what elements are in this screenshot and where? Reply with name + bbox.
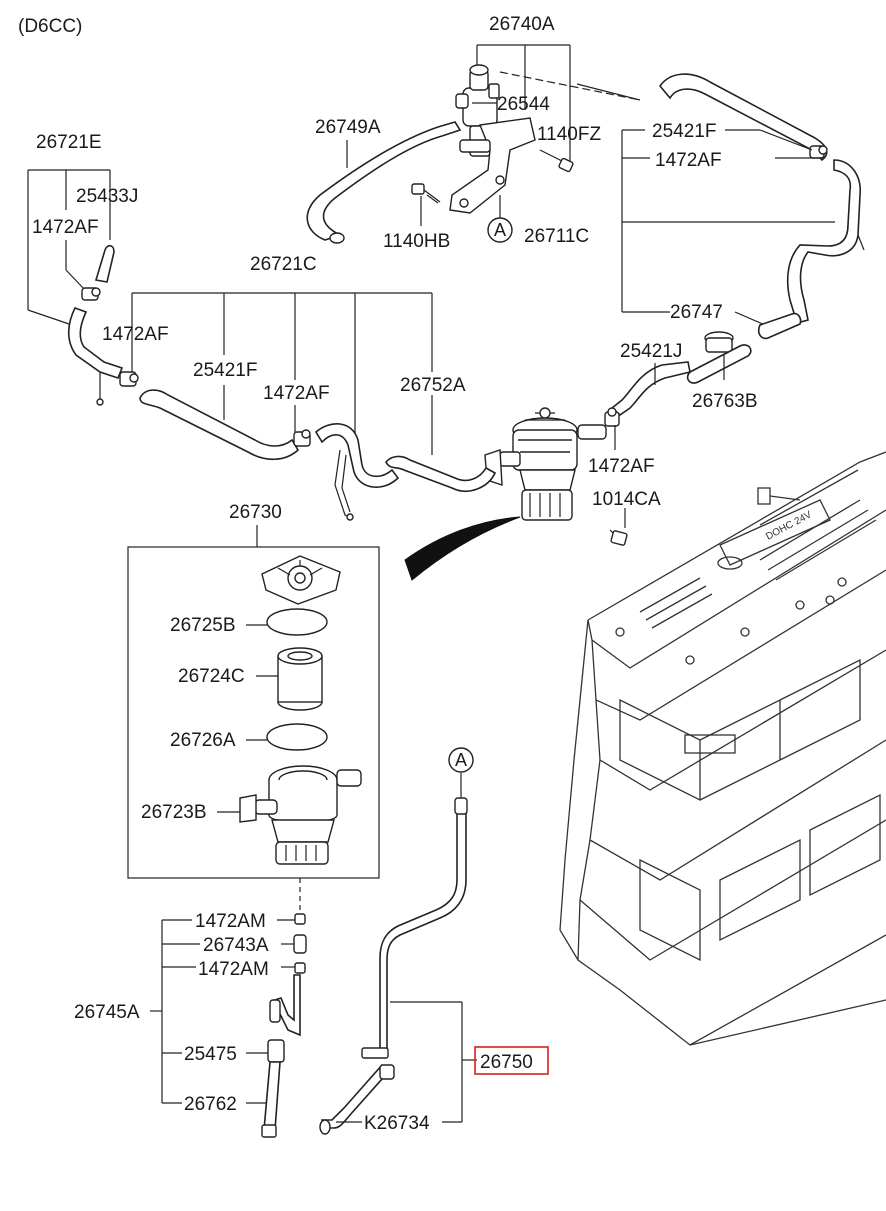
part-label-1472AM-a: 1472AM	[195, 911, 266, 932]
engine-variant-label: (D6CC)	[18, 16, 82, 37]
highlight-box-26750	[474, 1046, 549, 1075]
callout-a-top-circle	[487, 217, 513, 243]
part-label-1472AF-top: 1472AF	[655, 150, 722, 171]
callout-a-bottom: A	[455, 750, 467, 770]
filter-element-26724C	[277, 647, 323, 711]
part-label-1472AF-left: 1472AF	[32, 217, 99, 238]
callout-a-top: A	[494, 220, 506, 240]
part-label-1472AF-mid2: 1472AF	[263, 383, 330, 404]
bolt-1140HB	[411, 183, 441, 226]
part-label-1472AM-b: 1472AM	[198, 959, 269, 980]
part-label-26762: 26762	[184, 1094, 237, 1115]
bolt-1014CA	[609, 529, 628, 546]
hose-25433J	[94, 244, 115, 283]
hose-25421J	[610, 361, 691, 417]
part-label-26740A: 26740A	[489, 14, 555, 35]
part-label-25421J: 25421J	[620, 341, 682, 362]
hose-26721E	[67, 307, 124, 379]
part-label-1140HB: 1140HB	[383, 231, 450, 252]
hose-26752A-b	[385, 455, 497, 492]
part-label-26711C: 26711C	[524, 226, 589, 247]
part-label-25475: 25475	[184, 1044, 237, 1065]
part-label-26730: 26730	[229, 502, 282, 523]
leader-26721E	[27, 169, 111, 326]
part-label-26726A: 26726A	[170, 730, 236, 751]
clamp-1472AF-right	[604, 407, 620, 427]
bolt-1140FZ	[539, 149, 574, 173]
engine-block-illustration	[559, 451, 886, 1046]
part-label-26763B: 26763B	[692, 391, 758, 412]
part-label-26721E: 26721E	[36, 132, 102, 153]
fitting-26763B	[686, 331, 752, 384]
part-label-1472AF-mid1: 1472AF	[102, 324, 169, 345]
part-label-1014CA: 1014CA	[592, 489, 661, 510]
hose-25421F-top	[658, 73, 828, 162]
filter-housing-26723B	[239, 765, 362, 865]
gasket-26726A	[266, 723, 328, 751]
part-label-26743A: 26743A	[203, 935, 269, 956]
part-label-25421F-top: 25421F	[652, 121, 716, 142]
clamp-1472AF-top	[809, 145, 828, 159]
part-label-26724C: 26724C	[178, 666, 245, 687]
callout-a-bottom-circle	[448, 747, 474, 773]
leader-right-group	[621, 129, 835, 326]
part-label-26749A: 26749A	[315, 117, 381, 138]
part-label-26721C: 26721C	[250, 254, 317, 275]
part-label-26544: 26544	[497, 94, 550, 115]
part-label-26723B: 26723B	[141, 802, 207, 823]
hose-end-26749A	[329, 232, 345, 244]
pipe-26750	[379, 799, 467, 1051]
part-label-K26734: K26734	[364, 1113, 430, 1134]
filter-cover	[261, 555, 341, 605]
leader-26721C	[131, 292, 433, 470]
filter-kit-box	[127, 546, 380, 879]
hose-26711C	[786, 159, 861, 324]
part-label-1472AF-right: 1472AF	[588, 456, 655, 477]
pointer-arrow	[404, 516, 521, 581]
part-label-26725B: 26725B	[170, 615, 236, 636]
part-label-26745A: 26745A	[74, 1002, 140, 1023]
clamp-1472AF-mid1	[119, 371, 139, 387]
clamp-1472AF-mid2	[293, 429, 311, 447]
part-label-26750: 26750	[480, 1052, 533, 1073]
hose-26752A-a	[314, 423, 400, 488]
part-label-26752A: 26752A	[400, 375, 466, 396]
drain-assembly-26745A	[261, 913, 307, 1138]
hose-26747	[757, 312, 802, 340]
gasket-26725B	[266, 608, 328, 636]
hose-26749A	[306, 121, 462, 241]
part-label-1140FZ: 1140FZ	[537, 124, 601, 145]
part-label-26747: 26747	[670, 302, 723, 323]
part-label-25421F-mid: 25421F	[193, 360, 257, 381]
valve-assembly-26740A	[449, 64, 536, 214]
part-label-25433J: 25433J	[76, 186, 138, 207]
clamp-1472AF-left	[81, 287, 101, 301]
